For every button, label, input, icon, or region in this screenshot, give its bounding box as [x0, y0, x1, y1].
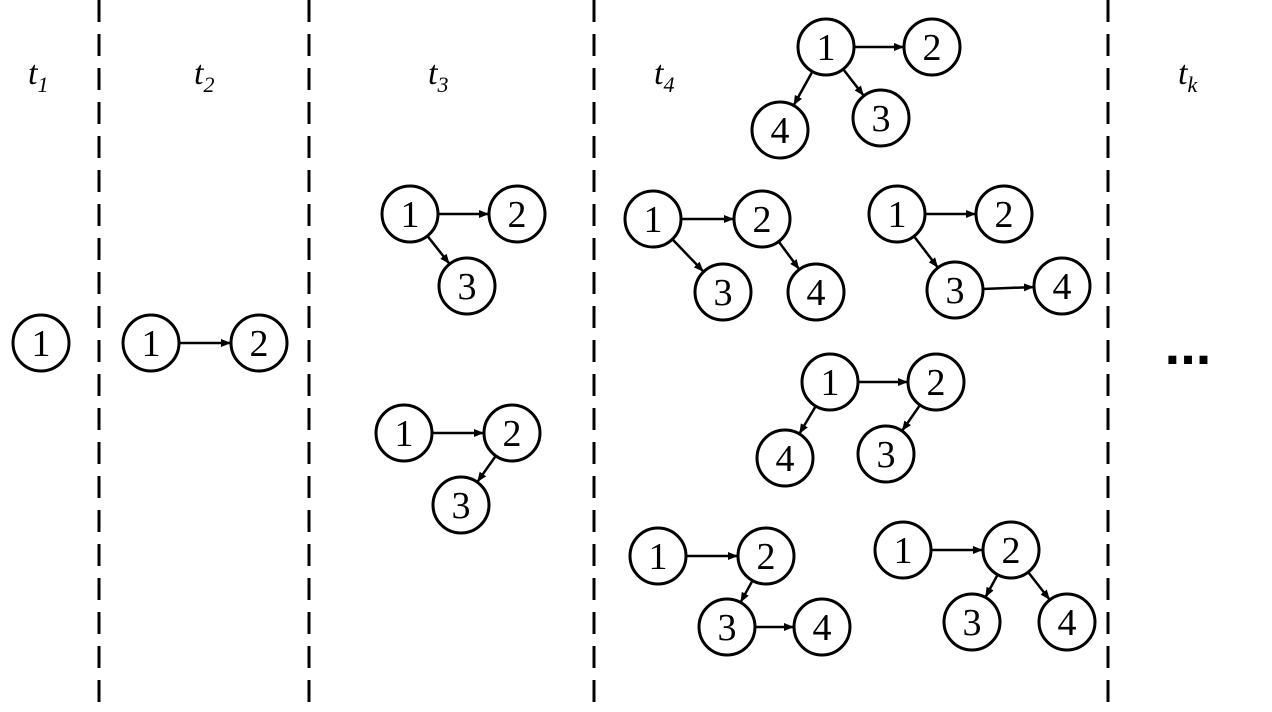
node-label-4: 4 [813, 607, 832, 649]
node-label-1: 1 [894, 530, 913, 572]
node-label-4: 4 [807, 272, 826, 314]
edge-arrow-1-3 [912, 235, 939, 268]
node-label-4: 4 [1058, 602, 1077, 644]
node-circle-3 [437, 256, 497, 316]
edge-arrow-2-3 [901, 404, 922, 432]
node-circle-3 [856, 424, 916, 484]
stage-label-t1: t1 [28, 55, 48, 97]
node-label-2: 2 [757, 536, 776, 578]
node-circle-1 [121, 313, 181, 373]
node-label-2: 2 [503, 413, 522, 455]
node-circle-1 [374, 403, 434, 463]
node-circle-1 [873, 520, 933, 580]
stage-label-t2: t2 [194, 55, 214, 97]
tree-t4: 1 23 4 [755, 352, 966, 488]
stage-label-t3: t3 [428, 55, 448, 97]
edge-arrow-2-4 [1027, 571, 1051, 600]
stage-label-t4: t4 [654, 55, 674, 97]
tree-t4: 1 23 4 [628, 526, 852, 657]
tree-t4: 1 23 4 [750, 17, 962, 160]
edge-arrow-1-3 [671, 238, 704, 272]
node-circle-3 [697, 597, 757, 657]
node-circle-1 [796, 17, 856, 77]
node-label-3: 3 [718, 607, 737, 649]
node-circle-1 [380, 184, 440, 244]
node-label-1: 1 [888, 194, 907, 236]
node-circle-1 [800, 352, 860, 412]
edge-arrow-2-3 [739, 579, 754, 603]
node-circle-4 [786, 262, 846, 322]
node-label-4: 4 [1053, 266, 1072, 308]
node-circle-1 [867, 184, 927, 244]
node-label-4: 4 [771, 110, 790, 152]
node-circle-2 [487, 184, 547, 244]
node-label-1: 1 [142, 323, 161, 365]
node-circle-3 [851, 88, 911, 148]
node-label-1: 1 [821, 362, 840, 404]
node-label-2: 2 [923, 27, 942, 69]
tree-t4: 1 23 4 [623, 189, 846, 322]
edge-arrow-2-3 [984, 574, 999, 598]
node-label-1: 1 [817, 27, 836, 69]
node-label-3: 3 [458, 266, 477, 308]
node-circle-2 [736, 526, 796, 586]
node-label-3: 3 [963, 602, 982, 644]
node-circle-2 [981, 520, 1041, 580]
node-label-3: 3 [452, 485, 471, 527]
edge-arrow-1-4 [798, 405, 817, 434]
node-label-3: 3 [946, 270, 965, 312]
node-label-2: 2 [753, 199, 772, 241]
node-label-1: 1 [644, 199, 663, 241]
node-label-2: 2 [250, 323, 269, 365]
node-circle-2 [974, 184, 1034, 244]
edge-arrow-3-4 [982, 283, 1035, 292]
node-label-2: 2 [995, 194, 1014, 236]
node-label-2: 2 [508, 194, 527, 236]
node-circle-4 [750, 100, 810, 160]
edge-arrow-2-4 [777, 240, 800, 270]
node-circle-2 [732, 189, 792, 249]
node-label-1: 1 [32, 323, 51, 365]
tree-t3: 1 23 [380, 184, 547, 316]
tree-t4: 1 23 4 [873, 520, 1097, 652]
tree-t1: 1 [11, 313, 71, 373]
node-circle-1 [11, 313, 71, 373]
tree-t3: 1 23 [374, 403, 542, 535]
node-label-3: 3 [714, 272, 733, 314]
edge-arrow-1-3 [842, 68, 865, 96]
node-label-3: 3 [877, 434, 896, 476]
edge-arrow-2-3 [476, 455, 497, 483]
edge-arrow-1-3 [426, 235, 450, 265]
node-circle-1 [623, 189, 683, 249]
node-label-1: 1 [395, 413, 414, 455]
node-circle-3 [925, 260, 985, 320]
node-label-1: 1 [649, 536, 668, 578]
node-label-2: 2 [1002, 530, 1021, 572]
tree-t4: 1 23 4 [867, 184, 1092, 320]
node-circle-4 [1037, 592, 1097, 652]
node-circle-4 [755, 428, 815, 488]
node-circle-3 [693, 262, 753, 322]
node-circle-4 [792, 597, 852, 657]
node-label-4: 4 [776, 438, 795, 480]
node-circle-2 [229, 313, 289, 373]
node-label-2: 2 [927, 362, 946, 404]
node-circle-2 [902, 17, 962, 77]
node-circle-3 [942, 592, 1002, 652]
node-label-1: 1 [401, 194, 420, 236]
node-circle-3 [431, 475, 491, 535]
node-circle-2 [482, 403, 542, 463]
node-circle-4 [1032, 256, 1092, 316]
node-circle-1 [628, 526, 688, 586]
edge-arrow-1-4 [792, 70, 814, 106]
node-label-3: 3 [872, 98, 891, 140]
node-circle-2 [906, 352, 966, 412]
continuation-ellipsis: ... [1165, 313, 1212, 376]
stage-label-tk: tk [1178, 55, 1198, 97]
